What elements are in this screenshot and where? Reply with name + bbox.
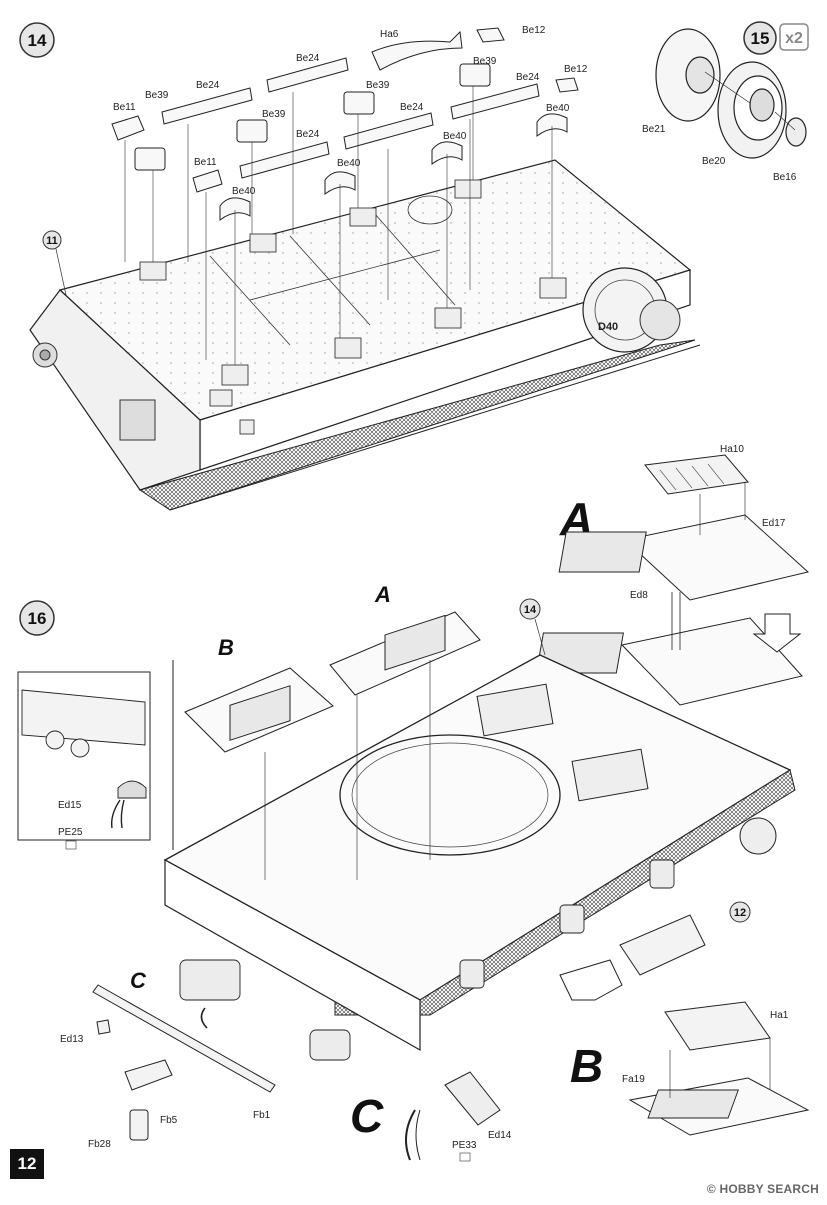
label-be21: Be21 (642, 124, 666, 135)
detail-inset-drawing (21, 689, 147, 829)
callout-14-badge (519, 598, 541, 620)
front-c-letter: C (130, 968, 147, 993)
label-be40-d: Be40 (546, 103, 570, 114)
label-be40-c: Be40 (443, 131, 467, 142)
label-be11-b: Be11 (194, 157, 217, 168)
page-number: 12 (10, 1149, 44, 1179)
step-14-leaders (124, 86, 553, 365)
callout-12: 12 (734, 907, 746, 919)
sub-assembly-b-drawing (628, 1001, 810, 1136)
sub-assembly-a-drawing (535, 454, 810, 706)
sub-assembly-b-letter: B (570, 1040, 603, 1092)
callout-11-badge (42, 230, 62, 250)
multiplier-box (779, 23, 809, 51)
label-fb1: Fb1 (253, 1110, 271, 1121)
label-ed14: Ed14 (488, 1130, 512, 1141)
label-be39-b: Be39 (262, 109, 286, 120)
step-14: 14 D40 (19, 22, 701, 511)
label-fa19: Fa19 (622, 1074, 645, 1085)
label-fb28: Fb28 (88, 1139, 111, 1150)
label-be40-a: Be40 (232, 186, 256, 197)
label-be24-a: Be24 (196, 80, 220, 91)
step-15-badge (743, 21, 777, 55)
hatch-panels-drawing (184, 611, 481, 880)
panel-a-letter: A (374, 582, 391, 607)
watermark: © HOBBY SEARCH (706, 1182, 819, 1196)
label-be39-c: Be39 (366, 80, 390, 91)
label-be12-b: Be12 (564, 64, 588, 75)
callout-12-badge (729, 901, 751, 923)
sub-assembly-c-letter: C (350, 1090, 384, 1142)
cable-clamp-drawing (405, 1071, 501, 1161)
label-be20: Be20 (702, 156, 726, 167)
label-ed8: Ed8 (630, 590, 648, 601)
label-ha6: Ha6 (380, 29, 399, 40)
label-be24-b: Be24 (296, 53, 320, 64)
label-be40-b: Be40 (337, 158, 361, 169)
label-be11-a: Be11 (113, 102, 136, 113)
label-pe25: PE25 (58, 827, 83, 838)
label-be16: Be16 (773, 172, 797, 183)
step-16-badge (19, 600, 55, 636)
step-15-multiplier: x2 (785, 30, 803, 47)
label-ed17: Ed17 (762, 518, 786, 529)
label-be24-d: Be24 (400, 102, 424, 113)
label-be24-c: Be24 (296, 129, 320, 140)
label-be12-a: Be12 (522, 25, 546, 36)
panel-b-letter: B (218, 635, 234, 660)
label-be39-a: Be39 (145, 90, 169, 101)
step-16: 16 Ed15 PE25 (17, 582, 810, 1162)
step-14-badge (19, 22, 55, 58)
callout-14: 14 (524, 604, 537, 616)
step-15: 15 x2 Be21 Be20 Be16 (642, 21, 809, 183)
label-fb5: Fb5 (160, 1115, 178, 1126)
front-parts-drawing (92, 984, 276, 1141)
exhaust-drawing (559, 914, 706, 1001)
label-ha10: Ha10 (720, 444, 744, 455)
step-16-number: 16 (28, 609, 47, 628)
label-pe33: PE33 (452, 1140, 477, 1151)
label-be39-d: Be39 (473, 56, 497, 67)
label-ed13: Ed13 (60, 1034, 84, 1045)
lower-hull-drawing (163, 654, 796, 1061)
label-be24-e: Be24 (516, 72, 540, 83)
svg-text:D40: D40 (598, 321, 618, 333)
road-wheel-drawing (655, 28, 807, 159)
callout-11: 11 (46, 235, 58, 247)
upper-hull-drawing: D40 (29, 159, 701, 511)
step-15-number: 15 (751, 29, 770, 48)
label-ed15: Ed15 (58, 800, 82, 811)
step-14-number: 14 (28, 31, 47, 50)
label-ha1: Ha1 (770, 1010, 789, 1021)
